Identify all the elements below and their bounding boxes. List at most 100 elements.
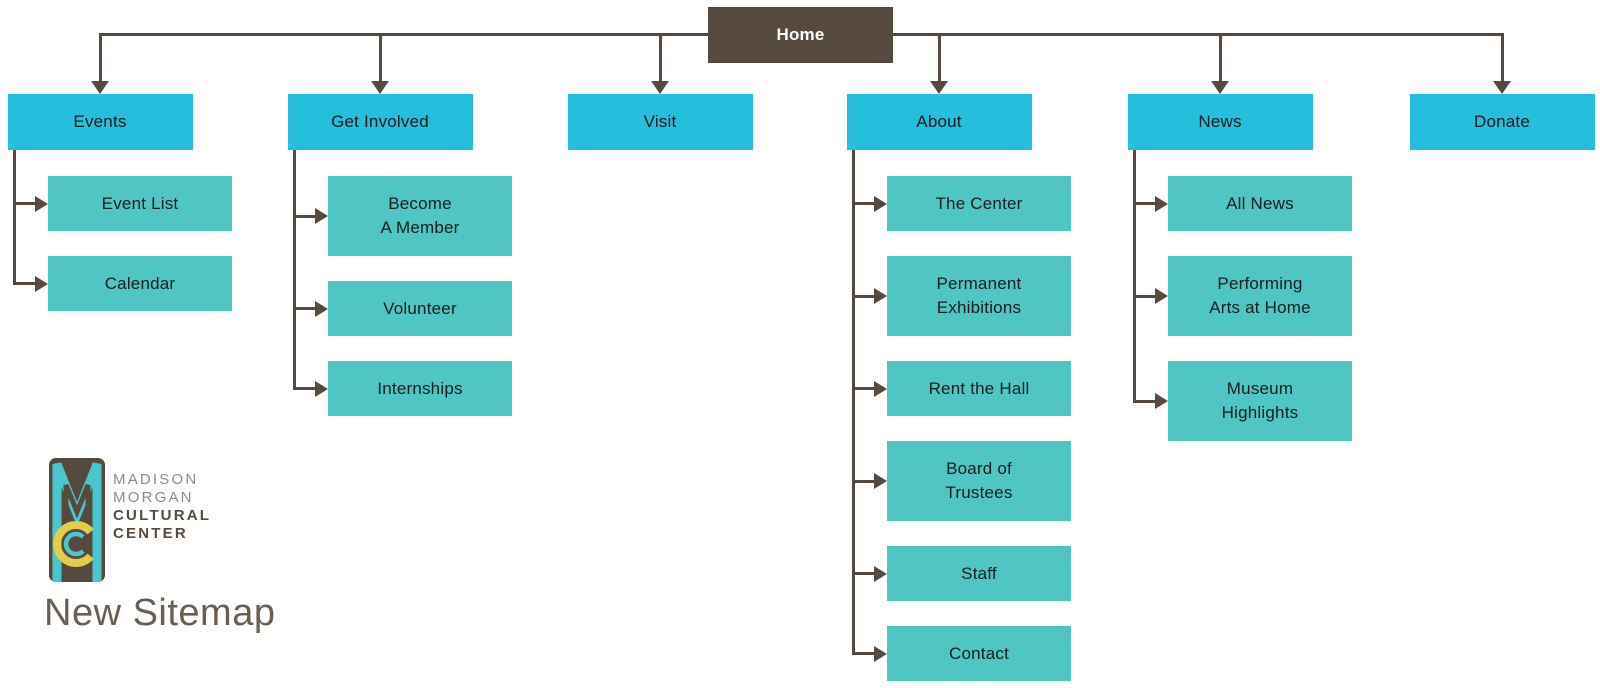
node-rent-the-hall: Rent the Hall xyxy=(887,361,1071,416)
branch-internships xyxy=(294,387,315,390)
node-internships: Internships xyxy=(328,361,512,416)
node-label: Exhibitions xyxy=(936,298,1022,317)
node-label: Events xyxy=(73,112,127,131)
arrow-all-news xyxy=(1155,195,1168,212)
logo-letter-m-inner xyxy=(63,484,91,562)
node-label: News xyxy=(1198,112,1242,131)
coltrunk-get-involved xyxy=(292,150,296,390)
node-news: News xyxy=(1127,94,1313,150)
arrow-news xyxy=(1211,81,1229,94)
node-label: Permanent xyxy=(936,274,1022,293)
node-label: Trustees xyxy=(945,483,1013,502)
node-label: All News xyxy=(1226,193,1294,213)
arrow-event-list xyxy=(35,195,48,212)
drop-visit xyxy=(658,33,662,81)
node-label: Home xyxy=(776,25,825,44)
branch-museum-highlights xyxy=(1134,399,1155,403)
node-label: Get Involved xyxy=(331,112,429,131)
node-home: Home xyxy=(708,7,893,63)
trunk-left xyxy=(100,33,708,36)
node-label: Highlights xyxy=(1221,403,1299,422)
drop-donate xyxy=(1500,33,1504,81)
arrow-get-involved xyxy=(371,81,389,94)
branch-permanent-exhibitions xyxy=(853,294,874,298)
arrow-calendar xyxy=(35,275,48,292)
logo-line-madison: MADISON xyxy=(113,471,199,488)
node-label: Event List xyxy=(101,193,179,213)
arrow-board-of-trustees xyxy=(874,473,887,489)
logo-line-cultural: CULTURAL xyxy=(113,507,212,524)
branch-the-center xyxy=(853,202,874,205)
logo-mark xyxy=(49,458,105,582)
branch-event-list xyxy=(14,202,35,205)
node-volunteer: Volunteer xyxy=(328,281,512,336)
arrow-donate xyxy=(1493,81,1511,94)
drop-events xyxy=(98,33,102,81)
node-contact: Contact xyxy=(887,626,1071,681)
drop-get-involved xyxy=(378,33,382,81)
arrow-volunteer xyxy=(315,300,328,317)
node-label: Contact xyxy=(949,643,1009,663)
node-label: Arts at Home xyxy=(1209,298,1311,317)
arrow-permanent-exhibitions xyxy=(874,288,887,304)
coltrunk-events xyxy=(12,150,16,285)
logo-line-center: CENTER xyxy=(113,525,188,542)
branch-rent-the-hall xyxy=(853,387,874,390)
node-label: Rent the Hall xyxy=(928,378,1030,398)
logo-text: MADISON MORGAN CULTURAL CENTER xyxy=(113,471,211,543)
arrow-performing-arts-at-home xyxy=(1155,288,1168,304)
arrow-become-a-member xyxy=(315,208,328,224)
drop-news xyxy=(1218,33,1222,81)
sitemap-caption: New Sitemap xyxy=(44,592,276,634)
node-label: Internships xyxy=(377,378,463,398)
node-label: Volunteer xyxy=(383,298,457,318)
branch-become-a-member xyxy=(294,214,315,218)
coltrunk-news xyxy=(1132,150,1136,403)
node-get-involved: Get Involved xyxy=(287,94,473,150)
branch-staff xyxy=(853,572,874,575)
node-label: Become xyxy=(388,194,452,213)
node-label: About xyxy=(916,112,962,131)
arrow-visit xyxy=(651,81,669,94)
node-visit: Visit xyxy=(567,94,753,150)
branch-board-of-trustees xyxy=(853,479,874,483)
node-label: Staff xyxy=(961,563,997,583)
arrow-internships xyxy=(315,380,328,397)
node-calendar: Calendar xyxy=(48,256,232,311)
node-staff: Staff xyxy=(887,546,1071,601)
arrow-rent-the-hall xyxy=(874,380,887,397)
node-label: Calendar xyxy=(104,273,176,293)
arrow-staff xyxy=(874,565,887,582)
logo-letter-c-inner xyxy=(63,531,85,557)
arrow-the-center xyxy=(874,195,887,212)
arrow-about xyxy=(930,81,948,94)
trunk-right xyxy=(893,33,1502,36)
node-label: Visit xyxy=(643,112,677,131)
node-about: About xyxy=(846,94,1032,150)
node-become-a-member: Become A Member xyxy=(328,176,512,256)
logo: MADISON MORGAN CULTURAL CENTER xyxy=(49,458,309,588)
node-the-center: The Center xyxy=(887,176,1071,231)
node-board-of-trustees: Board of Trustees xyxy=(887,441,1071,521)
coltrunk-about xyxy=(851,150,855,655)
branch-volunteer xyxy=(294,307,315,310)
logo-letter-c-outer xyxy=(53,521,94,567)
drop-about xyxy=(937,33,941,81)
node-label: Donate xyxy=(1473,112,1531,131)
node-events: Events xyxy=(7,94,193,150)
node-label: A Member xyxy=(380,218,460,237)
arrow-events xyxy=(91,81,109,94)
arrow-contact xyxy=(874,645,887,662)
branch-calendar xyxy=(14,282,35,285)
node-event-list: Event List xyxy=(48,176,232,231)
branch-contact xyxy=(853,652,874,655)
logo-line-morgan: MORGAN xyxy=(113,489,194,506)
node-label: Museum xyxy=(1226,379,1294,398)
node-label: Board of xyxy=(946,459,1012,478)
node-label: Performing xyxy=(1217,274,1303,293)
branch-all-news xyxy=(1134,202,1155,205)
